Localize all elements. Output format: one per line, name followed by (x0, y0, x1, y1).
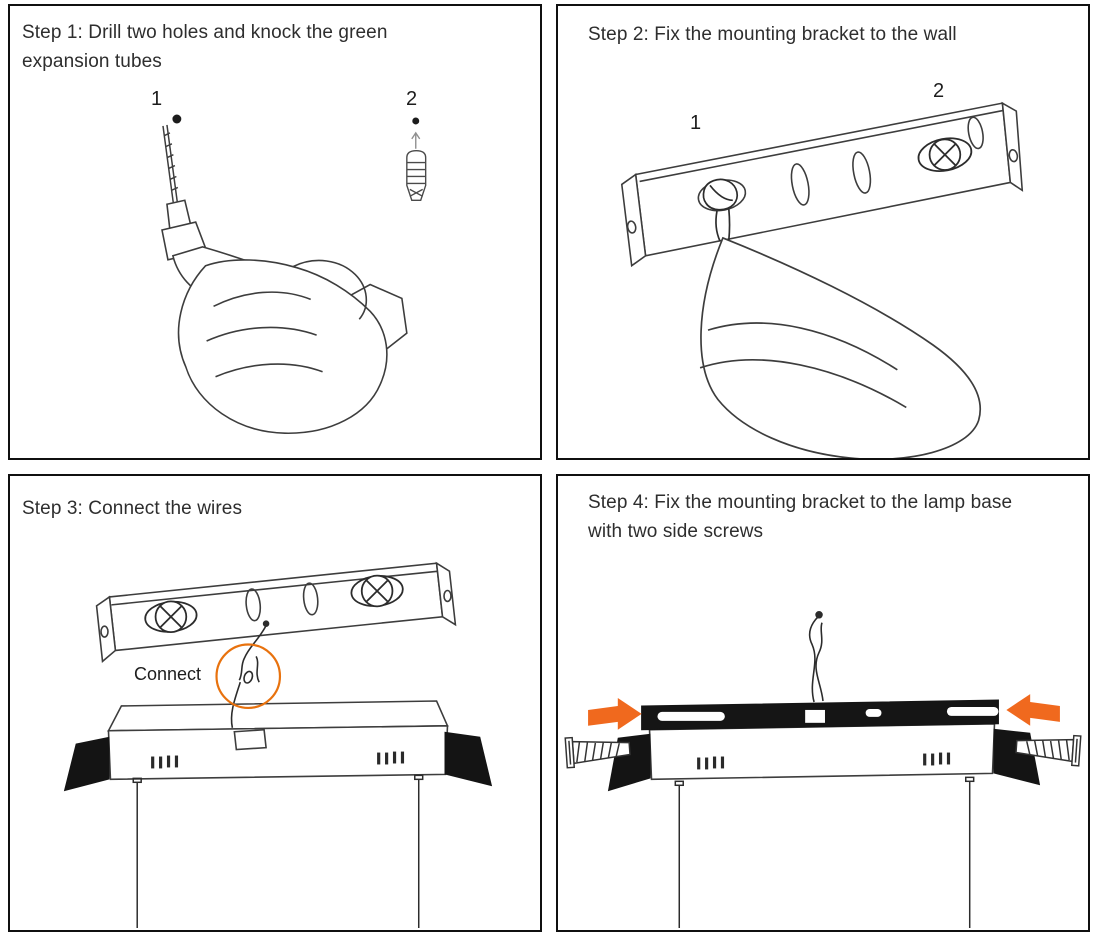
step1-title: Step 1: Drill two holes and knock the gr… (22, 22, 388, 73)
vent-slots (151, 751, 405, 769)
step1-illustration (161, 114, 427, 435)
drill-point-dots (172, 114, 420, 125)
step2-point1-label: 1 (690, 112, 702, 134)
suspension-wires (674, 776, 975, 929)
step1-point2-label: 2 (406, 88, 418, 110)
side-screw-left (564, 736, 631, 769)
connection-wires (808, 611, 824, 703)
step3-title: Step 3: Connect the wires (22, 498, 243, 519)
base-end-right (993, 728, 1041, 786)
wall-screw (702, 178, 739, 242)
insert-up-arrow-icon (411, 131, 421, 149)
step2-point2-label: 2 (933, 80, 945, 102)
arrow-right-icon (588, 698, 642, 730)
connect-label: Connect (134, 664, 202, 684)
screwdriver-illustration (699, 236, 982, 458)
step4-title: Step 4: Fix the mounting bracket to the … (588, 492, 1013, 543)
panel-step1: Step 1: Drill two holes and knock the gr… (8, 4, 542, 460)
screw-cross-right-icon (350, 574, 404, 608)
expansion-tube-illustration (406, 150, 427, 201)
panel-step2: Step 2: Fix the mounting bracket to the … (556, 4, 1090, 460)
screw-cross-icon (917, 137, 973, 172)
hand-illustration (177, 259, 388, 435)
suspension-wires (132, 774, 424, 929)
panel-step4: Step 4: Fix the mounting bracket to the … (556, 474, 1090, 932)
lamp-base-illustration (648, 723, 996, 781)
step1-point1-label: 1 (151, 88, 163, 110)
mounting-bracket-illustration (95, 561, 457, 663)
connect-highlight-circle (215, 643, 282, 710)
drill-bit (162, 124, 179, 208)
step2-illustration (620, 101, 1024, 458)
bracket-edge-on (641, 699, 999, 731)
vent-slots (697, 752, 951, 770)
base-end-left (63, 736, 110, 792)
panel-step3: Step 3: Connect the wires Connect (8, 474, 542, 932)
base-end-right (444, 731, 493, 787)
lamp-base-illustration (107, 700, 449, 781)
side-screw-right (1015, 734, 1082, 767)
arrow-left-icon (1006, 694, 1060, 726)
screw-cross-left-icon (144, 600, 198, 634)
mounting-bracket-illustration (620, 101, 1024, 268)
step4-illustration (564, 611, 1082, 929)
connection-wires (230, 620, 270, 728)
step2-title: Step 2: Fix the mounting bracket to the … (588, 24, 957, 45)
step3-illustration (63, 561, 493, 929)
